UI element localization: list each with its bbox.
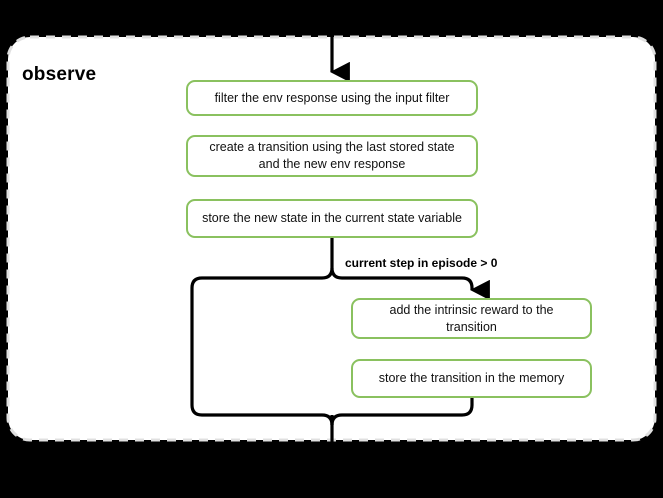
edge-condition-true-branch bbox=[330, 267, 490, 301]
node-create-transition[interactable]: create a transition using the last store… bbox=[186, 135, 478, 177]
node-filter-env-response[interactable]: filter the env response using the input … bbox=[186, 80, 478, 116]
edge-label-condition-current-step: current step in episode > 0 bbox=[345, 256, 498, 270]
node-label: create a transition using the last store… bbox=[209, 140, 455, 171]
edge-bypass-branch bbox=[190, 267, 334, 426]
node-label: store the new state in the current state… bbox=[202, 211, 462, 226]
group-title: observe bbox=[22, 64, 97, 85]
node-label: add the intrinsic reward to the transiti… bbox=[389, 302, 554, 334]
node-label: store the transition in the memory bbox=[378, 371, 565, 386]
node-add-intrinsic-reward[interactable]: add the intrinsic reward to the transiti… bbox=[351, 298, 592, 339]
node-label: filter the env response using the input … bbox=[214, 90, 450, 105]
node-store-new-state[interactable]: store the new state in the current state… bbox=[186, 199, 478, 238]
node-store-transition-memory[interactable]: store the transition in the memory bbox=[351, 359, 592, 398]
